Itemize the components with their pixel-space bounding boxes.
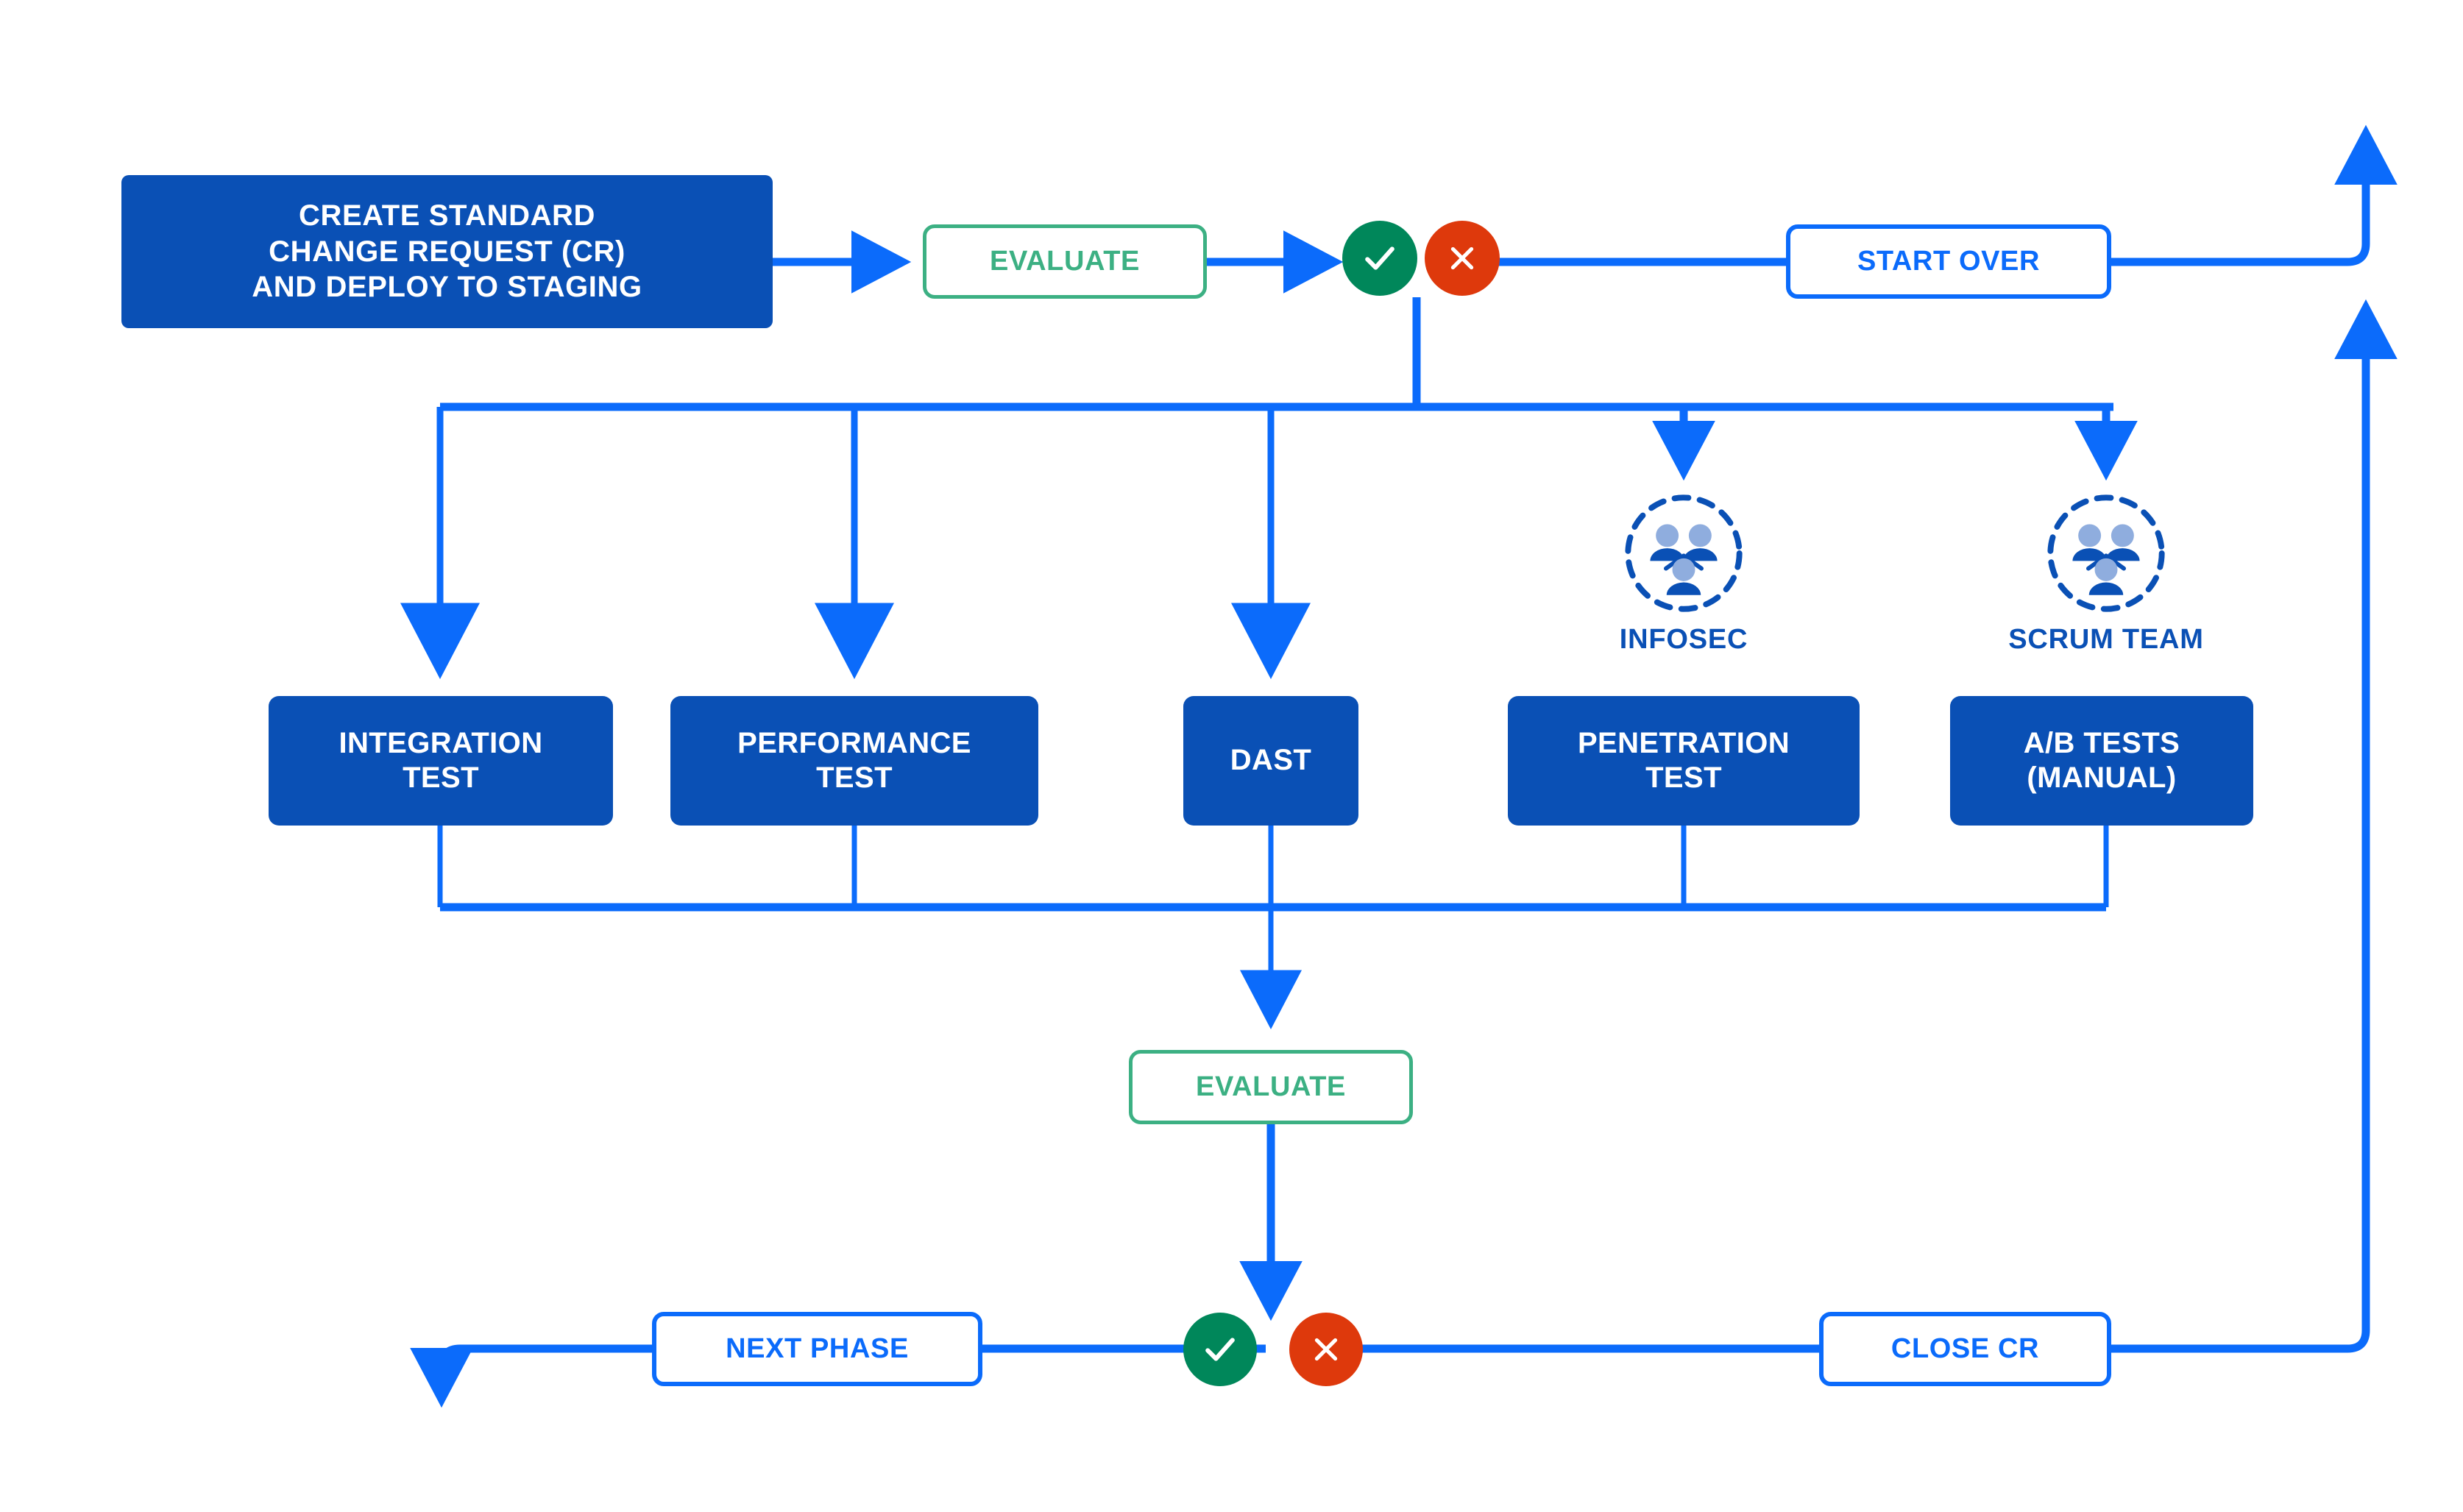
node-create-change-request[interactable]: CREATE STANDARD CHANGE REQUEST (CR) AND … <box>121 175 773 328</box>
status-fail-top[interactable] <box>1425 221 1500 296</box>
node-integration-test[interactable]: INTEGRATION TEST <box>269 696 613 826</box>
dast-label: DAST <box>1230 744 1312 777</box>
node-start-over[interactable]: START OVER <box>1786 224 2111 299</box>
team-infosec-label: INFOSEC <box>1619 624 1748 655</box>
people-group-icon <box>1625 494 1743 612</box>
node-penetration-test[interactable]: PENETRATION TEST <box>1508 696 1860 826</box>
check-icon <box>1205 1338 1235 1361</box>
node-ab-tests[interactable]: A/B TESTS (MANUAL) <box>1950 696 2253 826</box>
wire-startover-loop <box>2111 124 2398 266</box>
node-evaluate-top[interactable]: EVALUATE <box>923 224 1207 299</box>
create-cr-line-3: AND DEPLOY TO STAGING <box>252 271 642 304</box>
penetration-test-line-2: TEST <box>1645 762 1722 794</box>
evaluate-top-label: EVALUATE <box>990 246 1140 277</box>
ab-tests-line-2: (MANUAL) <box>2027 762 2177 794</box>
node-close-cr[interactable]: CLOSE CR <box>1819 1312 2111 1386</box>
start-over-label: START OVER <box>1857 246 2041 277</box>
node-evaluate-bottom[interactable]: EVALUATE <box>1129 1050 1413 1124</box>
cross-icon <box>1450 246 1474 270</box>
node-performance-test[interactable]: PERFORMANCE TEST <box>670 696 1038 826</box>
close-cr-label: CLOSE CR <box>1890 1333 2040 1364</box>
performance-test-line-1: PERFORMANCE <box>737 726 971 759</box>
status-fail-bottom[interactable] <box>1289 1313 1363 1386</box>
next-phase-label: NEXT PHASE <box>726 1333 909 1364</box>
node-dast[interactable]: DAST <box>1183 696 1358 826</box>
wire-closecr-loop <box>2111 299 2398 1353</box>
check-icon <box>1365 246 1394 270</box>
team-scrum-label: SCRUM TEAM <box>2008 624 2204 655</box>
create-cr-line-1: CREATE STANDARD <box>298 199 596 232</box>
team-scrum[interactable]: SCRUM TEAM <box>1999 490 2213 656</box>
node-next-phase[interactable]: NEXT PHASE <box>652 1312 982 1386</box>
people-group-icon <box>2047 494 2165 612</box>
penetration-test-line-1: PENETRATION <box>1577 726 1790 759</box>
create-cr-line-2: CHANGE REQUEST (CR) <box>269 235 626 268</box>
integration-test-line-1: INTEGRATION <box>339 726 543 759</box>
status-pass-top[interactable] <box>1342 221 1417 296</box>
integration-test-line-2: TEST <box>403 762 479 794</box>
ab-tests-line-1: A/B TESTS <box>2023 726 2180 759</box>
performance-test-line-2: TEST <box>816 762 893 794</box>
wire-nextphase-exit <box>410 1344 652 1408</box>
team-infosec[interactable]: INFOSEC <box>1577 490 1790 656</box>
status-pass-bottom[interactable] <box>1183 1313 1257 1386</box>
evaluate-bottom-label: EVALUATE <box>1196 1071 1346 1102</box>
cross-icon <box>1314 1338 1338 1361</box>
